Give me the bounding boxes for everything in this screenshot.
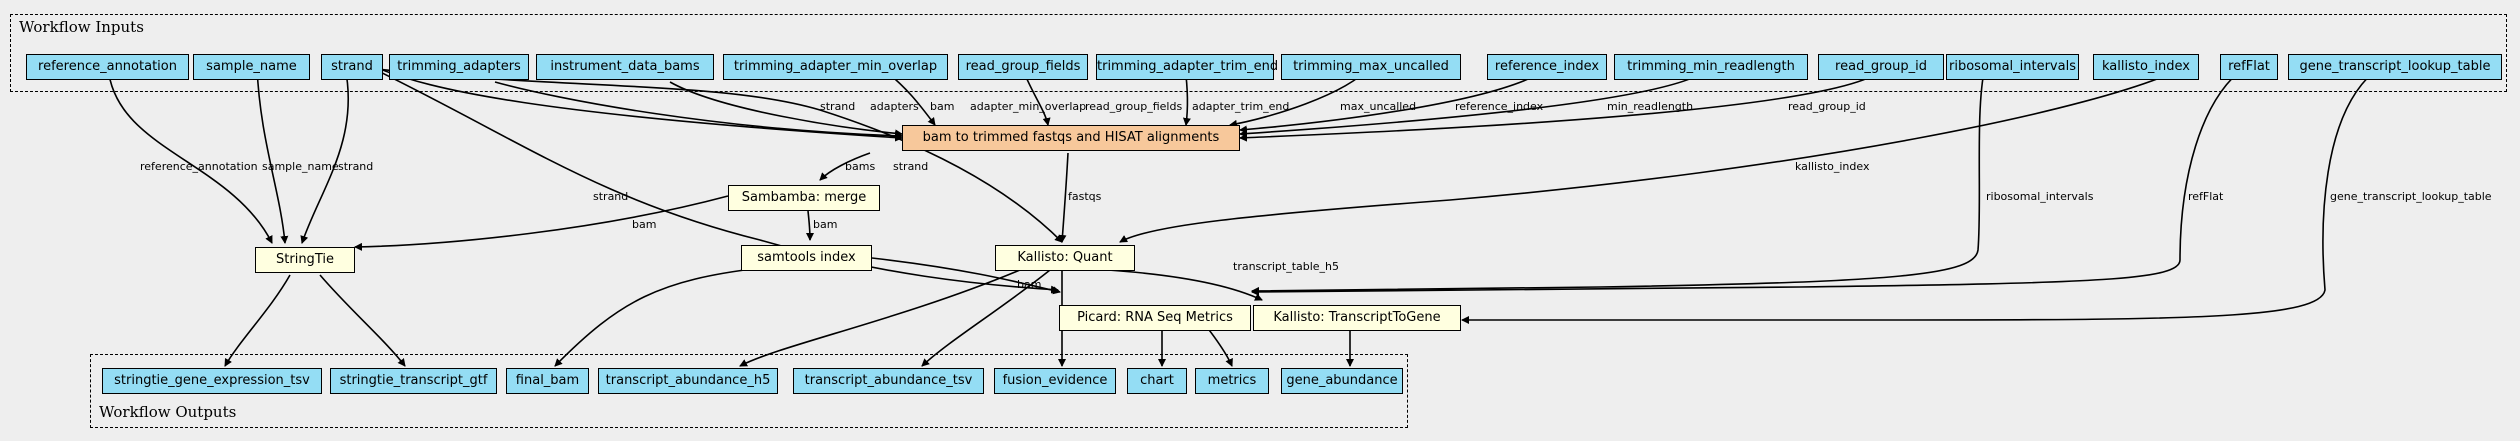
edge-label-bam-st: bam: [632, 218, 656, 231]
output-fusion-evidence[interactable]: fusion_evidence: [994, 368, 1116, 394]
input-refflat[interactable]: refFlat: [2220, 54, 2278, 80]
edge-label-gene-transcript-lookup: gene_transcript_lookup_table: [2330, 190, 2492, 203]
edge-refflat-to-picard: [1251, 66, 2246, 296]
edge-label-adapter-trim-end: adapter_trim_end: [1192, 100, 1289, 113]
edge-bam-to-picard: [871, 257, 1061, 295]
edge-label-sample-name: sample_name: [262, 160, 339, 173]
edge-reference-index-to-bam-to-trimmed: [1239, 66, 1551, 134]
edge-reference-annotation-to-stringtie: [107, 66, 273, 244]
edge-label-adapters: adapters: [870, 100, 919, 113]
edge-label-read-group-fields: read_group_fields: [1085, 100, 1182, 113]
output-gene-abundance[interactable]: gene_abundance: [1281, 368, 1403, 394]
input-read-group-id[interactable]: read_group_id: [1818, 54, 1944, 80]
output-metrics[interactable]: metrics: [1195, 368, 1269, 394]
edge-quant-to-transcript-h5: [739, 269, 1021, 367]
edge-instrument-bams-to-bam-to-trimmed: [669, 81, 903, 138]
edge-label-strand-st: strand: [338, 160, 373, 173]
step-kallisto-quant[interactable]: Kallisto: Quant: [995, 245, 1135, 271]
edge-trimming-adapters-to-bam-to-trimmed: [494, 81, 903, 140]
edge-bam-to-stringtie: [354, 195, 729, 251]
step-samtools-index[interactable]: samtools index: [741, 245, 872, 271]
edge-sample-name-to-stringtie: [256, 66, 289, 244]
workflow-outputs-cluster: Workflow Outputs: [90, 354, 1408, 428]
edge-label-refflat: refFlat: [2188, 190, 2224, 203]
edge-label-bam-pic: bam: [1017, 278, 1041, 291]
edge-gene-transcript-lookup-to-t2g: [1461, 66, 2381, 324]
edge-ribosomal-intervals-to-picard: [1251, 66, 1986, 295]
edge-label-ribosomal-intervals: ribosomal_intervals: [1986, 190, 2094, 203]
output-transcript-abundance-h5[interactable]: transcript_abundance_h5: [598, 368, 778, 394]
edge-kallisto-index-to-kallisto-quant: [1119, 66, 2186, 243]
edge-read-group-id-to-bam-to-trimmed: [1239, 66, 1886, 142]
input-sample-name[interactable]: sample_name: [193, 54, 310, 80]
input-ribosomal-intervals[interactable]: ribosomal_intervals: [1946, 54, 2079, 80]
edge-label-kallisto-index: kallisto_index: [1795, 160, 1870, 173]
edge-label-bam: bam: [930, 100, 954, 113]
input-trimming-max-uncalled[interactable]: trimming_max_uncalled: [1281, 54, 1461, 80]
step-picard-rnaseq-metrics[interactable]: Picard: RNA Seq Metrics: [1059, 305, 1251, 331]
input-reference-annotation[interactable]: reference_annotation: [26, 54, 189, 80]
input-reference-index[interactable]: reference_index: [1487, 54, 1607, 80]
edge-stringtie-to-transcript-gtf: [319, 274, 406, 367]
edge-bam-to-samtools-index: [805, 210, 814, 241]
input-kallisto-index[interactable]: kallisto_index: [2093, 54, 2199, 80]
edge-transcript-table-h5-to-t2g: [1107, 269, 1263, 301]
step-kallisto-transcript-to-gene[interactable]: Kallisto: TranscriptToGene: [1253, 305, 1461, 331]
output-stringtie-transcript-gtf[interactable]: stringtie_transcript_gtf: [330, 368, 497, 394]
input-strand[interactable]: strand: [321, 54, 383, 80]
input-instrument-data-bams[interactable]: instrument_data_bams: [536, 54, 714, 80]
workflow-inputs-cluster: Workflow Inputs: [10, 14, 2507, 92]
edge-fastqs-to-kallisto-quant: [1058, 152, 1069, 243]
edge-label-bam-merge: bam: [813, 218, 837, 231]
edge-quant-to-transcript-tsv: [921, 269, 1051, 367]
edge-samtools-to-final-bam: [554, 267, 761, 367]
edge-label-min-readlength: min_readlength: [1607, 100, 1693, 113]
step-stringtie[interactable]: StringTie: [255, 247, 355, 273]
edge-min-readlength-to-bam-to-trimmed: [1239, 66, 1711, 138]
input-read-group-fields[interactable]: read_group_fields: [958, 54, 1088, 80]
step-bam-to-trimmed-fastqs[interactable]: bam to trimmed fastqs and HISAT alignmen…: [902, 125, 1240, 151]
step-sambamba-merge[interactable]: Sambamba: merge: [728, 185, 880, 211]
edge-label-strand-pic: strand: [593, 190, 628, 203]
workflow-inputs-title: Workflow Inputs: [19, 18, 144, 36]
edge-label-adapter-min-overlap: adapter_min_overlap: [970, 100, 1086, 113]
edge-strand-to-kallisto-quant: [359, 66, 1063, 243]
input-trimming-min-readlength[interactable]: trimming_min_readlength: [1614, 54, 1808, 80]
edge-label-fastqs: fastqs: [1068, 190, 1102, 203]
edge-strand-to-picard: [369, 66, 1059, 294]
edge-label-transcript-table-h5: transcript_table_h5: [1233, 260, 1339, 273]
edge-label-read-group-id: read_group_id: [1788, 100, 1866, 113]
edge-label-strand-kq: strand: [893, 160, 928, 173]
edge-stringtie-to-gene-expression: [224, 274, 291, 367]
edge-strand-to-stringtie: [300, 66, 350, 244]
input-gene-transcript-lookup-table[interactable]: gene_transcript_lookup_table: [2288, 54, 2502, 80]
edge-bams-to-sambamba-merge: [819, 152, 871, 181]
output-stringtie-gene-expression-tsv[interactable]: stringtie_gene_expression_tsv: [102, 368, 322, 394]
output-chart[interactable]: chart: [1127, 368, 1187, 394]
input-trimming-adapter-min-overlap[interactable]: trimming_adapter_min_overlap: [723, 54, 948, 80]
edge-label-max-uncalled: max_uncalled: [1340, 100, 1416, 113]
output-transcript-abundance-tsv[interactable]: transcript_abundance_tsv: [793, 368, 984, 394]
edge-label-reference-index: reference_index: [1455, 100, 1544, 113]
input-trimming-adapters[interactable]: trimming_adapters: [389, 54, 529, 80]
edge-label-strand-wf: strand: [820, 100, 855, 113]
input-trimming-adapter-trim-end[interactable]: trimming_adapter_trim_end: [1096, 54, 1278, 80]
edge-label-reference-annotation: reference_annotation: [140, 160, 258, 173]
edge-label-bams: bams: [845, 160, 875, 173]
output-final-bam[interactable]: final_bam: [506, 368, 589, 394]
workflow-outputs-title: Workflow Outputs: [99, 403, 237, 421]
